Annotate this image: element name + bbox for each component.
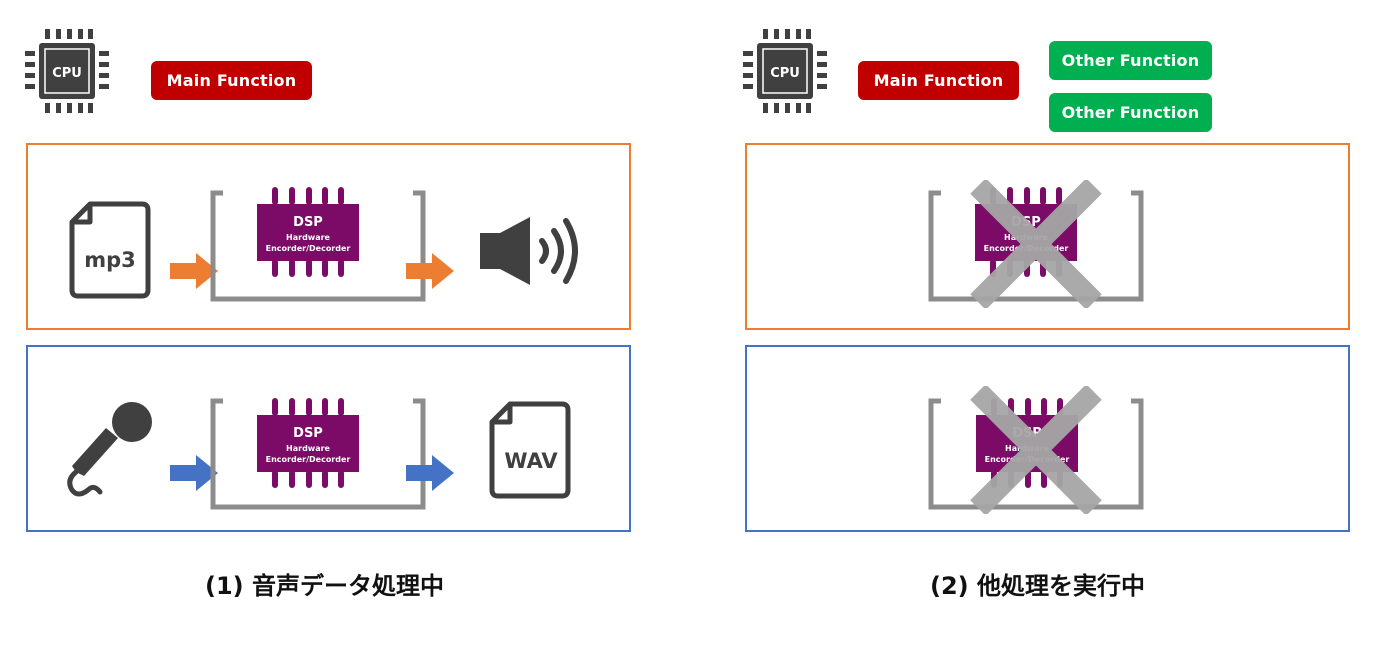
dsp-bracket <box>210 398 426 510</box>
decode-row-frame <box>26 143 631 330</box>
encode-row-frame <box>745 345 1350 532</box>
cross-icon <box>970 386 1102 514</box>
speaker-icon <box>480 217 578 285</box>
cpu-label: CPU <box>770 66 800 81</box>
dsp-chip-icon: DSP Hardware Encorder/Decorder <box>257 187 359 277</box>
arrow-right-icon <box>170 253 218 289</box>
dsp-title: DSP <box>293 426 323 441</box>
dsp-bracket <box>210 190 426 302</box>
dsp-chip-icon: DSP Hardware Encorder/Decorder <box>257 398 359 488</box>
dsp-title: DSP <box>293 215 323 230</box>
other-function-badge: Other Function <box>1049 93 1212 132</box>
dsp-sub1: Hardware <box>286 444 331 453</box>
main-function-badge: Main Function <box>151 61 312 100</box>
cpu-chip-icon: CPU <box>25 29 109 113</box>
mp3-label: mp3 <box>84 248 136 272</box>
dsp-sub2: Encorder/Decorder <box>266 455 351 464</box>
panel-2-caption: (2) 他処理を実行中 <box>930 572 1145 600</box>
cpu-chip-icon: CPU <box>743 29 827 113</box>
microphone-icon <box>67 402 152 497</box>
decode-row-frame <box>745 143 1350 330</box>
dsp-bracket <box>928 190 1144 302</box>
encode-row-frame <box>26 345 631 532</box>
dsp-bracket <box>928 398 1144 510</box>
other-function-badge: Other Function <box>1049 41 1212 80</box>
wav-file-icon: WAV <box>489 401 571 499</box>
mp3-file-icon: mp3 <box>69 201 151 299</box>
arrow-right-icon <box>406 455 454 491</box>
cross-icon <box>970 180 1102 308</box>
arrow-right-icon <box>170 455 218 491</box>
main-function-badge: Main Function <box>858 61 1019 100</box>
dsp-sub2: Encorder/Decorder <box>266 244 351 253</box>
arrow-right-icon <box>406 253 454 289</box>
dsp-sub1: Hardware <box>286 233 331 242</box>
panel-1-caption: (1) 音声データ処理中 <box>205 572 444 600</box>
cpu-label: CPU <box>52 66 82 81</box>
wav-label: WAV <box>504 449 558 473</box>
